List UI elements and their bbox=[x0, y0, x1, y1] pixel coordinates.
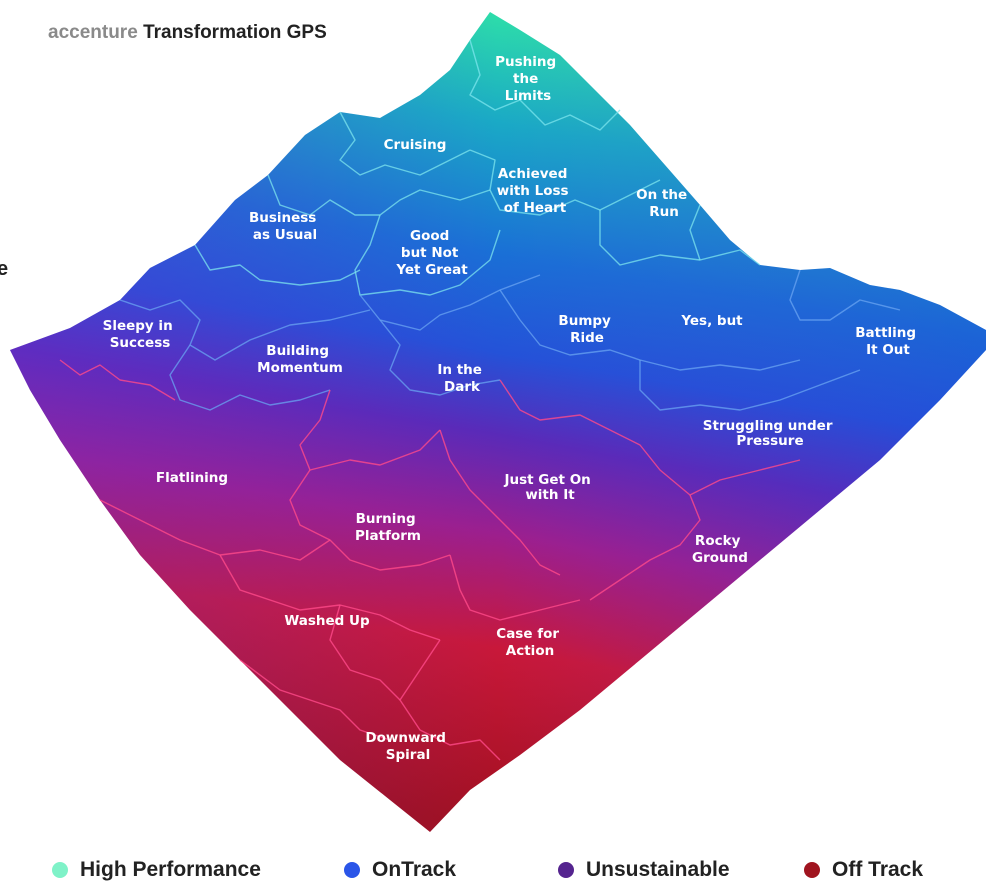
region-boundaries bbox=[59, 39, 901, 761]
off-track-dot-icon bbox=[804, 862, 820, 878]
ontrack-dot-icon bbox=[344, 862, 360, 878]
region-label-achieved: Achieved with Loss of Heart bbox=[497, 166, 574, 216]
region-label-on-the-run: On the Run bbox=[636, 187, 692, 220]
region-label-yes-but: Yes, but bbox=[680, 313, 743, 329]
title-text: Transformation GPS bbox=[143, 22, 327, 43]
region-label-business-as-usual: Business as Usual bbox=[249, 210, 321, 243]
legend-item-off-track: Off Track bbox=[804, 858, 923, 882]
legend-label: Off Track bbox=[832, 858, 924, 881]
region-labels: Pushing the Limits Cruising Achieved wit… bbox=[103, 54, 921, 763]
region-label-struggling: Struggling under Pressure bbox=[703, 418, 837, 449]
region-label-sleepy: Sleepy in Success bbox=[103, 318, 178, 351]
unsustainable-dot-icon bbox=[558, 862, 574, 878]
high-performance-dot-icon bbox=[52, 862, 68, 878]
legend-label: Unsustainable bbox=[586, 858, 730, 881]
region-label-burning: Burning Platform bbox=[355, 511, 421, 544]
region-label-battling: Battling It Out bbox=[855, 325, 921, 358]
clipped-text-fragment: e bbox=[0, 258, 9, 280]
legend: High Performance OnTrack Unsustainable O… bbox=[0, 858, 986, 888]
page-title: accenture Transformation GPS bbox=[48, 22, 327, 44]
legend-label: OnTrack bbox=[372, 858, 457, 881]
region-label-building: Building Momentum bbox=[257, 343, 343, 376]
region-label-cruising: Cruising bbox=[384, 137, 447, 153]
region-label-downward: Downward Spiral bbox=[365, 730, 450, 763]
region-label-flatlining: Flatlining bbox=[156, 470, 228, 486]
legend-item-high-performance: High Performance bbox=[52, 858, 261, 882]
legend-item-ontrack: OnTrack bbox=[344, 858, 456, 882]
legend-label: High Performance bbox=[80, 858, 261, 881]
region-label-rocky: Rocky Ground bbox=[692, 533, 748, 566]
terrain-side-shading bbox=[10, 12, 986, 832]
region-label-bumpy: Bumpy Ride bbox=[558, 313, 615, 346]
brand-name: accenture bbox=[48, 22, 138, 43]
region-label-in-the-dark: In the Dark bbox=[437, 362, 486, 395]
region-label-good-not-great: Good but Not Yet Great bbox=[395, 228, 468, 278]
region-label-washed-up: Washed Up bbox=[284, 613, 370, 629]
region-label-just-get-on: Just Get On with It bbox=[503, 472, 595, 503]
region-label-case-for-action: Case for Action bbox=[496, 626, 563, 659]
region-label-pushing: Pushing the Limits bbox=[495, 54, 561, 104]
legend-item-unsustainable: Unsustainable bbox=[558, 858, 730, 882]
